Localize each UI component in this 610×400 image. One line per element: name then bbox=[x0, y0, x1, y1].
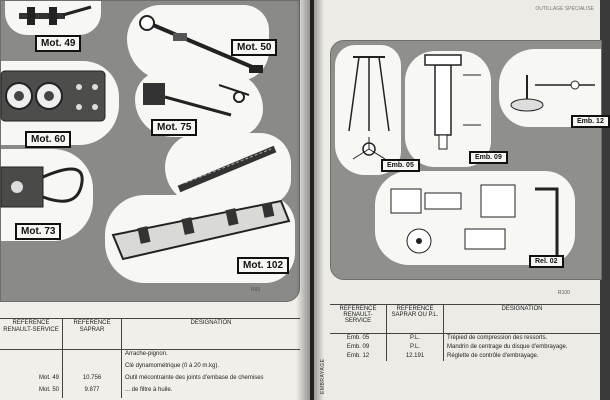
left-page: Mot. 49 Mot. 50 Mot. 60 Mot. 75 Mot. 73 … bbox=[0, 0, 310, 400]
book-gutter bbox=[296, 0, 324, 400]
table-row: Emb. 05 P.L. Trépied de compression des … bbox=[330, 333, 600, 343]
col-designation: DESIGNATION bbox=[443, 304, 600, 334]
label-emb-12: Emb. 12 bbox=[571, 115, 610, 128]
mot75-drawing bbox=[143, 83, 250, 117]
label-emb-09: Emb. 09 bbox=[469, 151, 508, 164]
left-tool-plate: Mot. 49 Mot. 50 Mot. 60 Mot. 75 Mot. 73 … bbox=[0, 0, 300, 302]
label-rel-02: Rel. 02 bbox=[529, 255, 564, 268]
mot73-drawing bbox=[0, 166, 84, 208]
mot50-drawing bbox=[139, 15, 263, 73]
right-page: OUTILLAGE SPECIALISE bbox=[314, 0, 610, 400]
right-plate-caption: R100 bbox=[558, 290, 570, 296]
mot49-drawing bbox=[19, 5, 92, 25]
col-designation: DESIGNATION bbox=[121, 318, 300, 350]
mot102-drawing bbox=[111, 199, 291, 261]
label-mot-102: Mot. 102 bbox=[237, 257, 290, 274]
label-mot-50: Mot. 50 bbox=[231, 39, 278, 56]
label-mot-75: Mot. 75 bbox=[151, 119, 198, 136]
mot60-drawing bbox=[0, 70, 106, 122]
drill-drawing bbox=[177, 145, 277, 193]
table-row: Clé dynamométrique (0 à 20 m.kg). bbox=[0, 362, 300, 374]
emb09-drawing bbox=[424, 54, 481, 150]
right-page-header: OUTILLAGE SPECIALISE bbox=[535, 6, 594, 12]
label-mot-60: Mot. 60 bbox=[25, 131, 72, 148]
blob-emb12 bbox=[499, 49, 601, 127]
left-plate-caption: R99 bbox=[251, 287, 261, 293]
emb12-drawing bbox=[510, 75, 595, 112]
table-row: Emb. 09 P.L. Mandrin de centrage du disq… bbox=[330, 343, 600, 352]
label-emb-05: Emb. 05 bbox=[381, 159, 420, 172]
emb05-drawing bbox=[348, 56, 390, 160]
table-row: Arrache-pignon. bbox=[0, 349, 300, 362]
label-mot-49: Mot. 49 bbox=[35, 35, 82, 52]
table-row: Mot. 50 9.877 ... de filtre à huile. bbox=[0, 386, 300, 398]
table-row: Emb. 12 12.191 Réglette de contrôle d'em… bbox=[330, 352, 600, 361]
table-row: Mot. 49 10.756 Outil mécontrainte des jo… bbox=[0, 374, 300, 386]
right-tool-plate: Emb. 05 Emb. 09 Emb. 12 Rel. 02 bbox=[330, 40, 610, 280]
rel02-drawing bbox=[390, 184, 559, 255]
label-mot-73: Mot. 73 bbox=[15, 223, 62, 240]
